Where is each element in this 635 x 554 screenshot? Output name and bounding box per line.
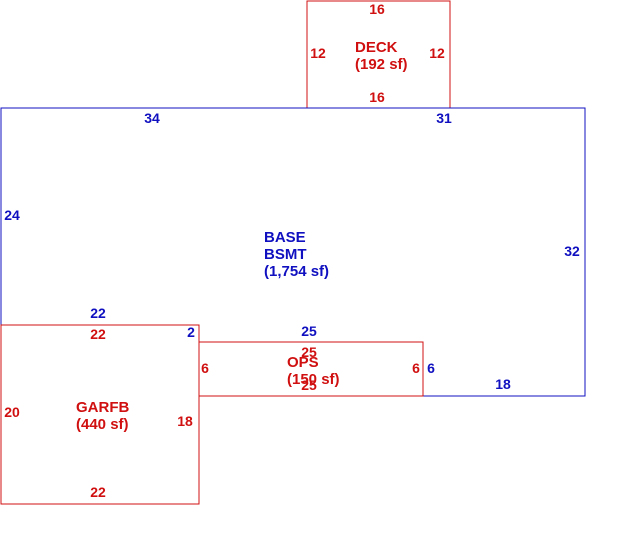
ops-size: (150 sf) <box>287 371 340 388</box>
base-dim-top-right: 31 <box>436 110 452 126</box>
deck-dim-bottom: 16 <box>369 89 385 105</box>
ops-dim-left: 6 <box>201 360 209 376</box>
base-name-line2: BSMT <box>264 246 307 263</box>
base-name-line1: BASE <box>264 229 306 246</box>
garfb-dim-bottom: 22 <box>90 484 106 500</box>
deck-size: (192 sf) <box>355 56 408 73</box>
base-dim-right: 32 <box>564 243 580 259</box>
garfb-dim-left: 20 <box>4 404 20 420</box>
deck-dim-right: 12 <box>429 45 445 61</box>
garfb-dim-right: 18 <box>177 413 193 429</box>
base-dim-bottom-left: 22 <box>90 305 106 321</box>
deck-dim-top: 16 <box>369 1 385 17</box>
base-dim-notch-top: 25 <box>301 323 317 339</box>
garfb-dim-top: 22 <box>90 326 106 342</box>
garfb-size: (440 sf) <box>76 416 129 433</box>
base-dim-step: 2 <box>187 324 195 340</box>
base-size: (1,754 sf) <box>264 263 329 280</box>
base-dim-notch-right: 6 <box>427 360 435 376</box>
ops-dim-top: 25 <box>301 344 317 360</box>
deck-name: DECK <box>355 39 398 56</box>
base-dim-left: 24 <box>4 207 20 223</box>
garfb-outline <box>0 324 200 505</box>
ops-name: OPS <box>287 354 319 371</box>
ops-dim-bottom: 25 <box>301 377 317 393</box>
base-dim-bottom-right: 18 <box>495 376 511 392</box>
ops-dim-right: 6 <box>412 360 420 376</box>
garfb-name: GARFB <box>76 399 129 416</box>
base-dim-top-left: 34 <box>144 110 160 126</box>
deck-dim-left: 12 <box>310 45 326 61</box>
